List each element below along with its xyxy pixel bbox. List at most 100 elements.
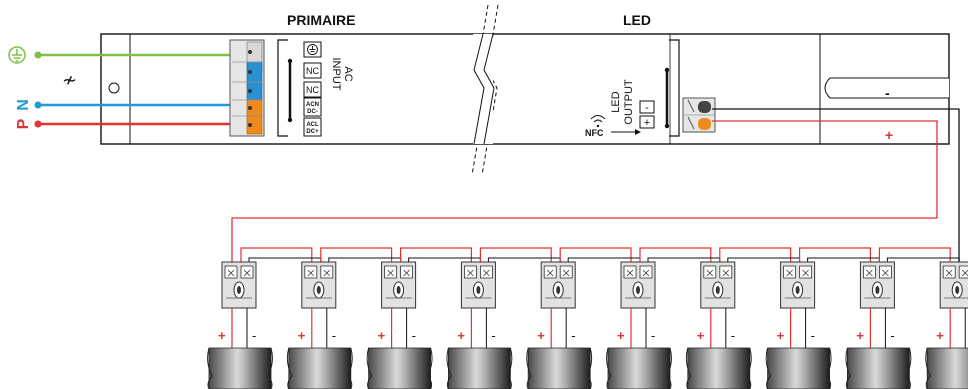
- led-clip-left: [207, 347, 213, 389]
- terminal-acn: ACN: [306, 102, 319, 108]
- led-body: [527, 347, 591, 389]
- led-clip-right: [586, 347, 593, 389]
- connector-latch: [786, 269, 793, 277]
- connector-latch: [227, 269, 235, 277]
- nfc-icon: [590, 115, 606, 128]
- led-clip-right: [267, 347, 273, 389]
- connector-lever-core: [955, 286, 960, 294]
- led-output-label-line1: LED: [610, 91, 622, 112]
- led-unit: +-: [286, 247, 402, 389]
- connector-latch: [882, 269, 889, 277]
- led-plus-mark: +: [856, 328, 864, 343]
- led-clip-left: [845, 347, 851, 389]
- ac-input-label-line1: AC: [342, 66, 354, 81]
- connector-lever-core: [237, 286, 241, 294]
- led-clip-right: [506, 347, 513, 389]
- led-clip-right: [905, 347, 912, 389]
- connector-latch: [866, 269, 873, 277]
- connector-latch: [467, 269, 474, 277]
- led-clip-left: [925, 347, 931, 389]
- connector-lever-core: [476, 286, 481, 294]
- led-unit: +-: [925, 261, 968, 389]
- led-minus-mark: -: [412, 328, 416, 343]
- led-clip-left: [685, 347, 692, 389]
- connector-lever-core: [556, 286, 561, 294]
- connector-slot: [479, 265, 493, 279]
- n-label: N: [15, 99, 32, 111]
- led-clip-left: [366, 347, 373, 389]
- connector-slot: [863, 265, 876, 279]
- led-output-legend: LED OUTPUT - + NFC: [585, 39, 680, 138]
- connector-slot: [543, 265, 557, 279]
- mounting-hole: [108, 82, 120, 94]
- led-output-label-line2: OUTPUT: [623, 79, 635, 125]
- connector-latch: [243, 269, 251, 277]
- connector-lever-core: [636, 286, 640, 294]
- ac-symbol-icon: ≁: [62, 70, 77, 90]
- connector-slot: [240, 265, 254, 279]
- connector-slot: [783, 265, 796, 279]
- break-mark: [471, 4, 499, 176]
- connector-lever-core: [715, 286, 720, 294]
- connector-lever-core: [316, 286, 321, 294]
- connector-slot: [958, 265, 968, 279]
- connector-latch: [403, 269, 410, 277]
- connector-slot: [703, 265, 717, 279]
- connector-slot: [224, 265, 238, 279]
- led-body: [847, 347, 910, 389]
- led-clip-left: [446, 347, 452, 389]
- terminal-acl: ACL: [306, 122, 319, 128]
- ac-input-label-line2: INPUT: [330, 58, 342, 91]
- connector-slot: [384, 265, 398, 279]
- connector-slot: [400, 265, 414, 279]
- led-plus-mark: +: [457, 328, 465, 343]
- input-terminal-legend: NC NC ACN DC- ACL DC+ AC INPUT: [277, 39, 354, 137]
- p-label: P: [15, 118, 32, 129]
- connector-slot: [304, 265, 318, 279]
- connector-latch: [642, 269, 650, 277]
- led-clip-left: [286, 347, 293, 389]
- led-body: [767, 347, 830, 389]
- connector-lever-core: [875, 286, 880, 294]
- led-clip-left: [606, 347, 612, 389]
- led-body: [607, 347, 671, 389]
- led-minus-mark: -: [252, 328, 256, 343]
- connector-latch: [483, 269, 490, 277]
- connector-slot: [623, 265, 637, 279]
- connector-latch: [802, 269, 809, 277]
- connector-latch: [323, 269, 331, 277]
- input-terminal-block: [229, 39, 265, 137]
- led-minus-mark: -: [890, 328, 894, 343]
- led-clip-left: [765, 347, 772, 389]
- earth-terminal-icon: [307, 44, 318, 55]
- led-body: [687, 347, 751, 389]
- connector-slot: [719, 265, 733, 279]
- connector-slot: [559, 265, 573, 279]
- connector-slot: [320, 265, 334, 279]
- led-unit: +-: [526, 247, 641, 389]
- connector-slot: [639, 265, 653, 279]
- output-minus-wire: [712, 108, 960, 275]
- connector-lever-core: [396, 286, 401, 294]
- led-minus-mark: -: [731, 328, 735, 343]
- led-clip-right: [347, 347, 353, 389]
- connector-latch: [546, 269, 554, 277]
- led-plus-mark: +: [697, 328, 705, 343]
- led-clip-right: [666, 347, 672, 389]
- led-minus-mark: -: [332, 328, 336, 343]
- connector-lever-core: [795, 286, 800, 294]
- connector-slot: [463, 265, 477, 279]
- terminal-dc-minus: DC-: [307, 109, 318, 115]
- led-title: LED: [623, 12, 651, 28]
- driver-housing: [100, 33, 950, 145]
- led-body: [926, 347, 968, 389]
- connector-latch: [961, 269, 968, 277]
- led-unit: +-: [606, 247, 721, 389]
- connector-latch: [945, 269, 953, 277]
- led-minus-mark: -: [651, 328, 655, 343]
- led-body: [368, 347, 431, 389]
- earth-ground-icon: [8, 46, 26, 64]
- led-unit: +-: [845, 247, 960, 389]
- led-minus-mark: -: [571, 328, 575, 343]
